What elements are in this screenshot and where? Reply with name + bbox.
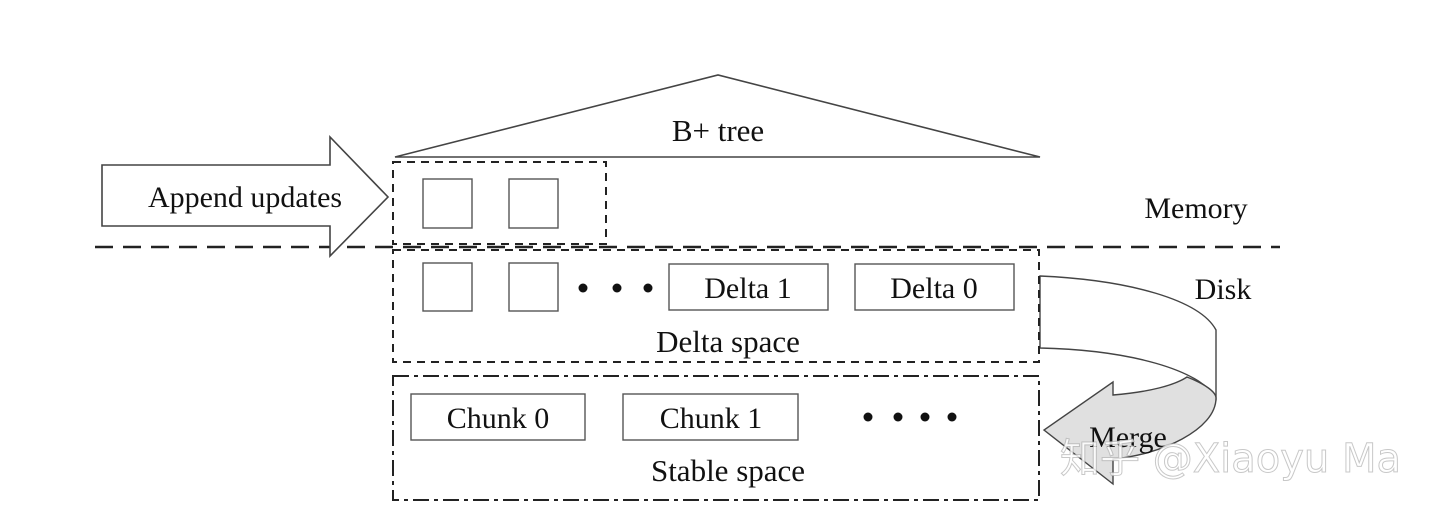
- delta-space-label: Delta space: [656, 324, 800, 359]
- memory-buffer-slot: [508, 178, 559, 229]
- delta-ellipsis-dot: [643, 283, 653, 293]
- delta-ellipsis-dot: [578, 283, 588, 293]
- stable-ellipsis-dot: [947, 412, 957, 422]
- merge-arrow: [1039, 275, 1217, 486]
- merge-label: Merge: [1089, 421, 1167, 454]
- append-updates-label: Append updates: [148, 181, 342, 214]
- chunk-0-box: [410, 393, 586, 441]
- chunk-0-label: Chunk 0: [447, 402, 550, 435]
- delta-ellipsis-dot: [612, 283, 622, 293]
- watermark: 知乎 @Xiaoyu Ma: [1060, 436, 1401, 482]
- chunk-1-label: Chunk 1: [660, 402, 763, 435]
- append-updates-arrow: [101, 135, 390, 258]
- disk-label: Disk: [1195, 273, 1252, 306]
- stable-space-label: Stable space: [651, 453, 805, 488]
- bplus-tree-label: B+ tree: [672, 113, 764, 148]
- delta-1-label: Delta 1: [704, 272, 791, 305]
- stable-space-box: [392, 375, 1040, 501]
- delta-0-label: Delta 0: [890, 272, 977, 305]
- delta-1-box: [668, 263, 829, 311]
- stable-ellipsis-dot: [893, 412, 903, 422]
- stable-ellipsis-dot: [920, 412, 930, 422]
- stable-ellipsis-dot: [863, 412, 873, 422]
- delta-empty-slot: [422, 262, 473, 312]
- bplus-tree-triangle: [394, 74, 1041, 158]
- memory-label: Memory: [1144, 192, 1247, 225]
- delta-empty-slot: [508, 262, 559, 312]
- chunk-1-box: [622, 393, 799, 441]
- delta-space-box: [392, 249, 1040, 363]
- delta-0-box: [854, 263, 1015, 311]
- memory-buffer-box: [392, 161, 607, 245]
- memory-buffer-slot: [422, 178, 473, 229]
